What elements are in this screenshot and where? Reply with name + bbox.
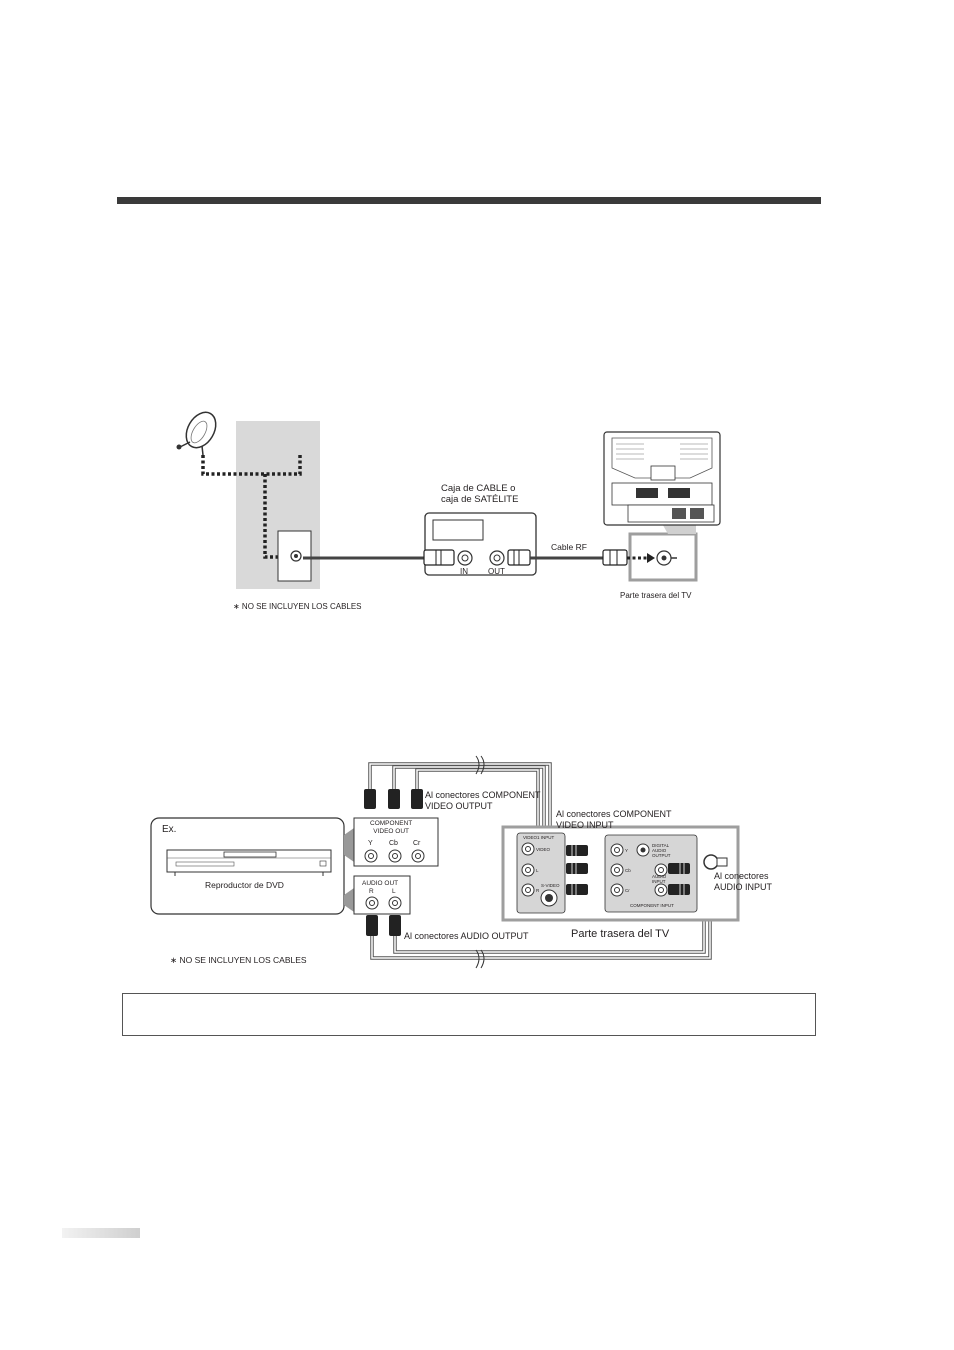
to-component-output-label: Al conectores COMPONENT VIDEO OUTPUT <box>425 790 541 811</box>
audio-r-label: R <box>369 888 374 895</box>
antenna-coil-icon <box>703 854 719 870</box>
panel-cr-label: Cr <box>625 888 630 893</box>
in-label: IN <box>460 567 468 576</box>
tv-back-label-2: Parte trasera del TV <box>571 928 670 940</box>
audio-out-panel <box>353 875 411 915</box>
tv-rear-illustration <box>603 431 721 534</box>
panel-y-label: Y <box>625 848 629 853</box>
cr-label: Cr <box>413 840 421 847</box>
component-input-label: COMPONENT INPUT <box>630 903 674 908</box>
out-jack <box>489 550 505 566</box>
panel-r-label: R <box>536 888 540 893</box>
in-jack <box>457 550 473 566</box>
video1-input-label: VIDEO1 INPUT <box>523 835 555 840</box>
cb-label: Cb <box>389 840 398 847</box>
page-tab <box>62 1228 140 1238</box>
digital-audio-output-label: DIGITAL AUDIO OUTPUT <box>652 843 671 858</box>
audio-plugs <box>366 915 401 936</box>
component-video-out-label: COMPONENT VIDEO OUT <box>370 820 413 835</box>
audio-l-label: L <box>392 888 396 895</box>
to-component-input-label: Al conectores COMPONENT VIDEO INPUT <box>556 809 672 830</box>
section-divider <box>117 197 821 204</box>
satellite-connection-diagram <box>176 411 721 589</box>
to-audio-output-label: Al conectores AUDIO OUTPUT <box>404 931 529 941</box>
panel-svideo-label: S-VIDEO <box>541 883 560 888</box>
ex-label: Ex. <box>162 824 177 835</box>
panel-cb-label: Cb <box>625 868 631 873</box>
cable-box-display <box>432 519 484 541</box>
dvd-player-icon <box>166 849 332 876</box>
y-label: Y <box>368 840 373 847</box>
note-box <box>122 993 816 1036</box>
no-cables-note-1: ∗ NO SE INCLUYEN LOS CABLES <box>233 602 362 611</box>
panel-l-label: L <box>536 868 539 873</box>
wall-outlet <box>277 530 312 582</box>
cable-rf-label: Cable RF <box>551 542 587 552</box>
out-label: OUT <box>488 567 505 576</box>
component-plugs <box>364 789 423 809</box>
satellite-dish-icon <box>176 411 217 456</box>
wall-cable <box>263 474 287 559</box>
panel-audio-input-label: AUDIO INPUT <box>652 874 667 884</box>
cable-box-title: Caja de CABLE o caja de SATÉLITE <box>441 483 519 505</box>
audio-out-label: AUDIO OUT <box>362 880 399 887</box>
rf-connector <box>423 549 455 566</box>
no-cables-note-2: ∗ NO SE INCLUYEN LOS CABLES <box>170 955 307 965</box>
dvd-connection-diagram <box>150 755 740 969</box>
dvd-label: Reproductor de DVD <box>205 880 284 890</box>
panel-video-label: VIDEO <box>536 847 551 852</box>
to-audio-input-label: Al conectores AUDIO INPUT <box>714 871 773 892</box>
tv-back-label-1: Parte trasera del TV <box>620 591 692 600</box>
cable-break-marks <box>475 755 485 969</box>
dish-cable <box>201 453 302 476</box>
